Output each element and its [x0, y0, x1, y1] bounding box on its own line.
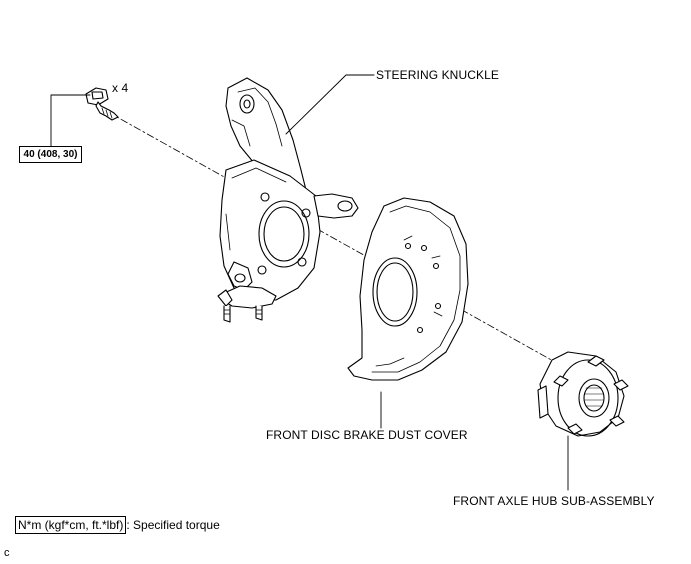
quantity-label: x 4: [112, 81, 129, 95]
torque-legend-text: : Specified torque: [126, 518, 220, 532]
axle-hub-part: [537, 351, 629, 491]
steering-knuckle-label: STEERING KNUCKLE: [376, 68, 499, 82]
torque-unit-box: N*m (kgf*cm, ft.*lbf): [15, 516, 127, 534]
torque-legend: N*m (kgf*cm, ft.*lbf): Specified torque: [15, 516, 220, 534]
axle-hub-label: FRONT AXLE HUB SUB-ASSEMBLY: [453, 494, 655, 508]
corner-code: c: [4, 547, 10, 559]
dust-cover-label: FRONT DISC BRAKE DUST COVER: [266, 428, 468, 442]
dust-cover-part: [347, 197, 469, 429]
bolt-part: [50, 87, 119, 147]
assembly-axis-line: [107, 111, 556, 363]
torque-spec-box: 40 (408, 30): [19, 146, 82, 163]
steering-knuckle-part: [217, 74, 375, 323]
